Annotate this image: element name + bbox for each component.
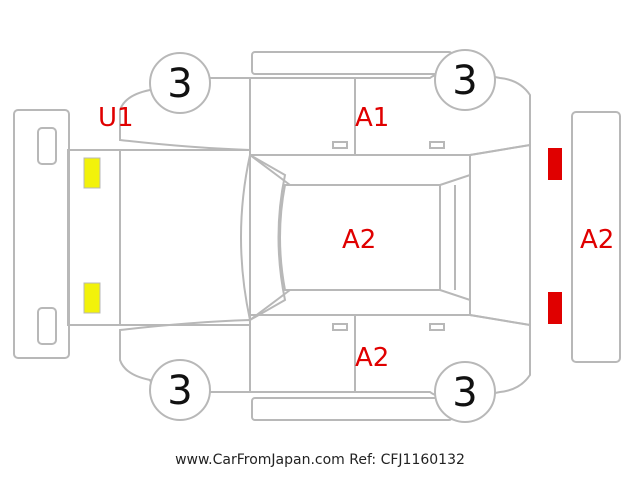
rear-bumper-outline (571, 111, 621, 363)
right-front-handle (332, 323, 348, 331)
reference-footer: www.CarFromJapan.com Ref: CFJ1160132 (175, 452, 465, 468)
mark-right-door: A2 (355, 343, 389, 373)
rear-lamp-right (548, 292, 562, 324)
front-marker-bottom (37, 307, 57, 345)
mark-left-door: A1 (355, 103, 389, 133)
rear-lamp-left (548, 148, 562, 180)
mark-roof: A2 (342, 225, 376, 255)
left-front-handle (332, 141, 348, 149)
roof-inner (249, 154, 291, 321)
car-condition-diagram: 3 3 3 3 U1 A1 A2 A2 A2 (13, 49, 621, 423)
wheel-front-right (149, 359, 211, 421)
trunk-area (469, 143, 531, 327)
wheel-front-left (149, 52, 211, 114)
wheel-front-left-grade: 3 (167, 61, 192, 107)
wheel-rear-right-grade: 3 (452, 370, 477, 416)
wheel-rear-left-grade: 3 (452, 58, 477, 104)
left-rear-handle (429, 141, 445, 149)
wheel-rear-left (434, 49, 496, 111)
mark-rear-bumper: A2 (580, 225, 614, 255)
front-lamp-right (83, 282, 101, 314)
front-bumper-outline (13, 109, 70, 359)
left-sill-panel (251, 51, 453, 75)
front-marker-top (37, 127, 57, 165)
right-rear-handle (429, 323, 445, 331)
front-lamp-left (83, 157, 101, 189)
right-sill-panel (251, 397, 453, 421)
wheel-rear-right (434, 361, 496, 423)
windshield (240, 153, 287, 322)
wheel-front-right-grade: 3 (167, 368, 192, 414)
mark-front-bumper: U1 (98, 103, 134, 133)
roof (279, 184, 441, 291)
body-top-outline (119, 149, 251, 326)
